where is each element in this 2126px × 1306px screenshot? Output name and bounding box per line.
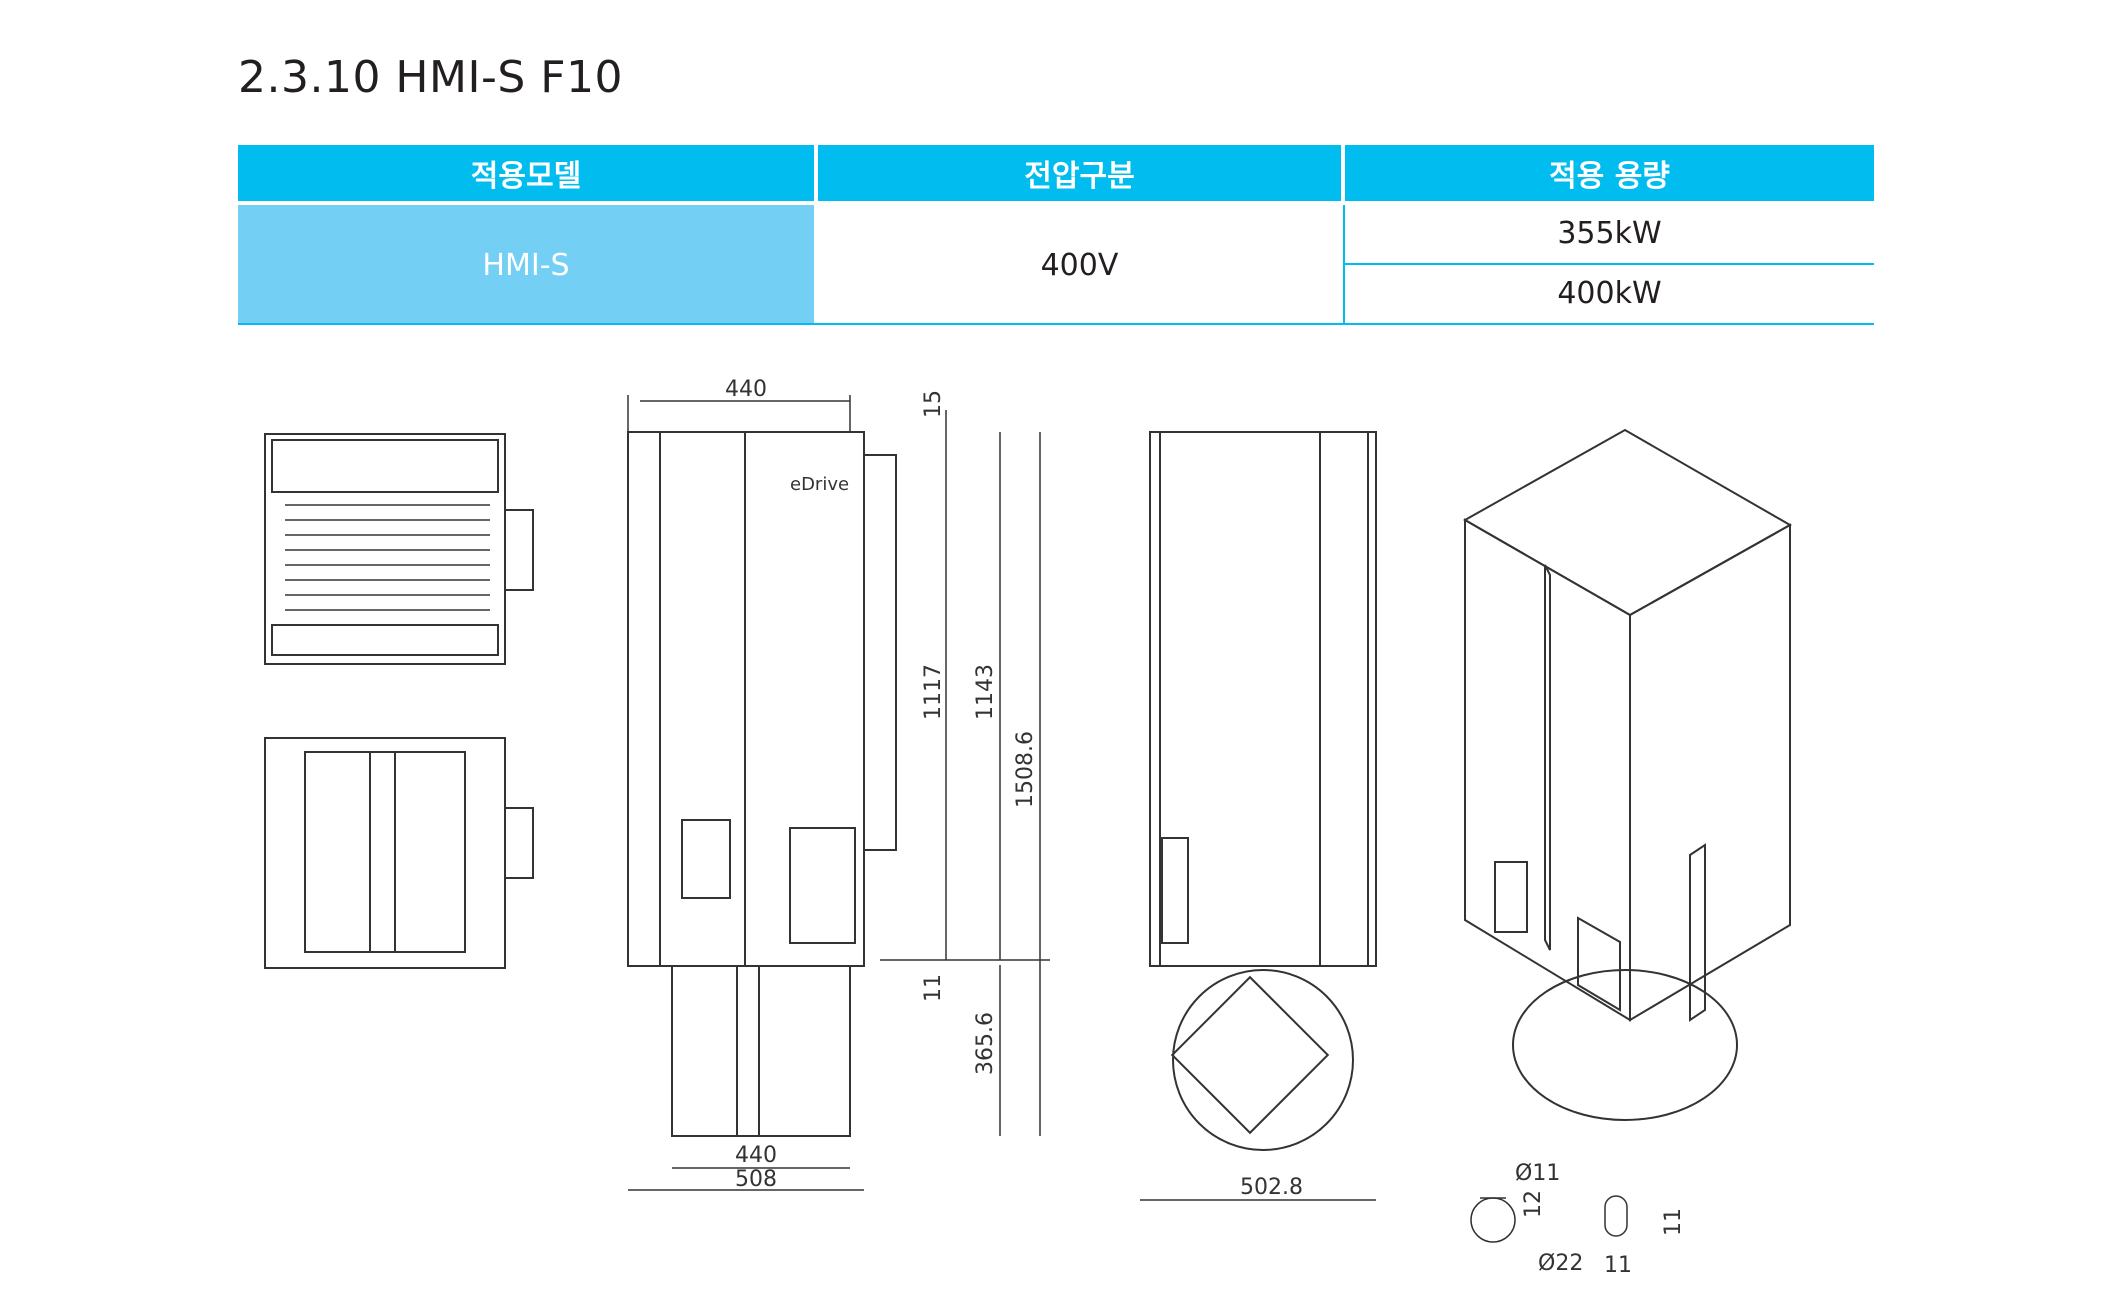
- model-cell: HMI-S: [238, 205, 814, 325]
- dim-h2: 1143: [973, 664, 998, 720]
- dim-top-width: 440: [725, 377, 767, 402]
- edrive-logo: eDrive: [790, 474, 849, 495]
- dim-total: 1508.6: [1013, 731, 1038, 808]
- side-view-drawing: [1149, 431, 1377, 1151]
- capacity-cell-2: 400kW: [1557, 276, 1662, 311]
- dim-hole-h: 12: [1521, 1190, 1546, 1218]
- dim-base-width: 508: [735, 1167, 777, 1192]
- header-voltage: 전압구분: [818, 145, 1341, 201]
- dim-top-gap: 15: [921, 390, 946, 418]
- spec-table: 적용모델 전압구분 적용 용량 HMI-S 400V 355kW 400kW: [238, 145, 1874, 325]
- header-capacity: 적용 용량: [1345, 145, 1874, 201]
- row-divider: [1345, 263, 1874, 265]
- dim-gap11: 11: [921, 974, 946, 1002]
- voltage-cell: 400V: [1040, 247, 1119, 283]
- dim-slot-w: 11: [1604, 1253, 1632, 1278]
- bottom-rule: [238, 323, 1874, 325]
- dim-h1: 1117: [921, 664, 946, 720]
- col-divider: [1343, 205, 1345, 325]
- page-title: 2.3.10 HMI-S F10: [238, 52, 624, 103]
- dim-bottom-width: 440: [735, 1143, 777, 1168]
- dim-hole-small: Ø11: [1515, 1161, 1560, 1186]
- front-view-drawing: [627, 431, 897, 1137]
- dim-hole-large: Ø22: [1538, 1251, 1583, 1276]
- dim-fan: 365.6: [973, 1012, 998, 1075]
- isometric-view-drawing: [1462, 428, 1793, 1121]
- capacity-cell-1: 355kW: [1557, 216, 1662, 251]
- dim-slot-h: 11: [1661, 1208, 1686, 1236]
- dim-side-width: 502.8: [1240, 1175, 1303, 1200]
- header-model: 적용모델: [238, 145, 814, 201]
- dimension-lines: [627, 395, 1628, 1243]
- top-view-drawing: [264, 433, 534, 665]
- bottom-view-drawing: [264, 737, 534, 969]
